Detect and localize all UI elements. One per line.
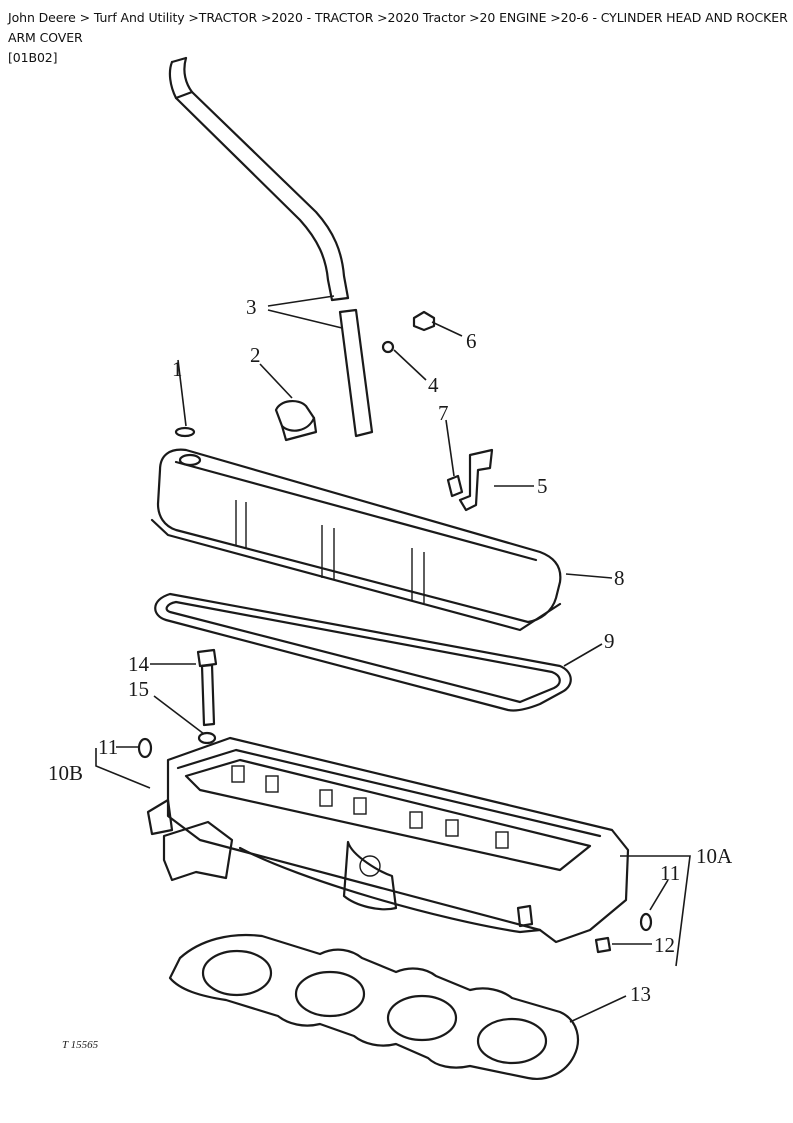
callout-11-right: 11 xyxy=(660,861,680,885)
callout-4: 4 xyxy=(428,373,439,397)
bracket xyxy=(446,448,494,512)
callout-9: 9 xyxy=(604,629,615,653)
cover-gasket xyxy=(154,592,572,712)
callout-3: 3 xyxy=(246,295,257,319)
breadcrumb-path: John Deere > Turf And Utility >TRACTOR >… xyxy=(8,10,788,45)
diagram-code: [01B02] xyxy=(8,50,58,65)
callout-10a: 10A xyxy=(696,844,733,868)
breather-tube xyxy=(168,56,374,438)
callout-11-left: 11 xyxy=(98,735,118,759)
cylinder-head xyxy=(146,736,630,944)
valve-bosses xyxy=(231,765,509,849)
callout-6: 6 xyxy=(466,329,477,353)
callout-12: 12 xyxy=(654,933,675,957)
rocker-arm-cover xyxy=(150,448,562,632)
callout-8: 8 xyxy=(614,566,625,590)
callout-10b: 10B xyxy=(48,761,83,785)
callout-1: 1 xyxy=(172,357,183,381)
leader-lines xyxy=(95,295,691,1023)
callout-5: 5 xyxy=(537,474,548,498)
callout-13: 13 xyxy=(630,982,651,1006)
callout-2: 2 xyxy=(250,343,261,367)
figure-id: T 15565 xyxy=(62,1039,99,1051)
fasteners xyxy=(137,648,218,759)
callout-7: 7 xyxy=(438,401,449,425)
breadcrumb: John Deere > Turf And Utility >TRACTOR >… xyxy=(8,8,788,68)
small-parts xyxy=(174,310,436,442)
callout-15: 15 xyxy=(128,677,149,701)
right-small-parts xyxy=(594,912,653,954)
callout-14: 14 xyxy=(128,652,150,676)
head-gasket xyxy=(168,933,579,1080)
callout-labels: 3 2 1 6 4 7 5 8 9 14 15 11 10B 10A 11 12… xyxy=(48,295,733,1006)
